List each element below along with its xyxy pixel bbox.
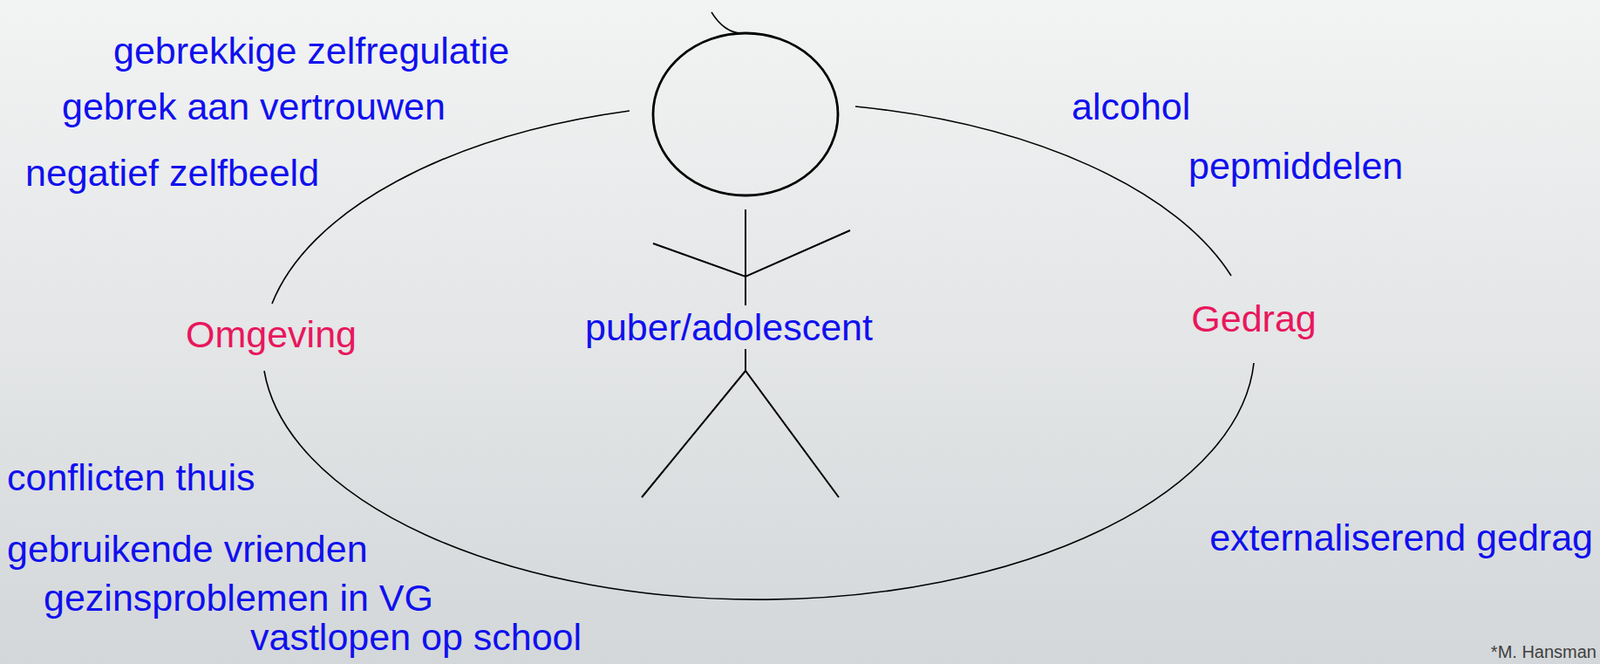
category-label: Gedrag xyxy=(1191,297,1316,341)
arms xyxy=(653,230,851,277)
factor-label: vastlopen op school xyxy=(250,615,582,659)
category-label: Omgeving xyxy=(185,313,357,356)
factor-label: gebrek aan vertrouwen xyxy=(61,85,446,129)
hair-curl xyxy=(711,12,746,34)
factor-label: gebruikende vrienden xyxy=(6,527,368,571)
factor-label: conflicten thuis xyxy=(6,456,255,499)
credit-note: *M. Hansman xyxy=(1491,641,1597,662)
legs xyxy=(641,370,839,498)
factor-label: externaliserend gedrag xyxy=(1209,516,1594,559)
factor-label: alcohol xyxy=(1071,85,1191,129)
body xyxy=(744,209,747,306)
surrounding-ellipse xyxy=(264,106,1254,600)
stick-figure xyxy=(641,12,851,498)
factor-label: pepmiddelen xyxy=(1188,144,1403,188)
head xyxy=(653,33,838,196)
ellipse-arc xyxy=(264,362,1254,600)
factor-label: negatief zelfbeeld xyxy=(25,151,320,195)
factor-label: gezinsproblemen in VG xyxy=(43,576,434,620)
ellipse-arc xyxy=(855,106,1232,276)
body xyxy=(744,348,747,371)
figure-label: puber/adolescent xyxy=(585,306,873,349)
factor-label: gebrekkige zelfregulatie xyxy=(113,29,510,73)
ellipse-arc xyxy=(272,110,630,304)
